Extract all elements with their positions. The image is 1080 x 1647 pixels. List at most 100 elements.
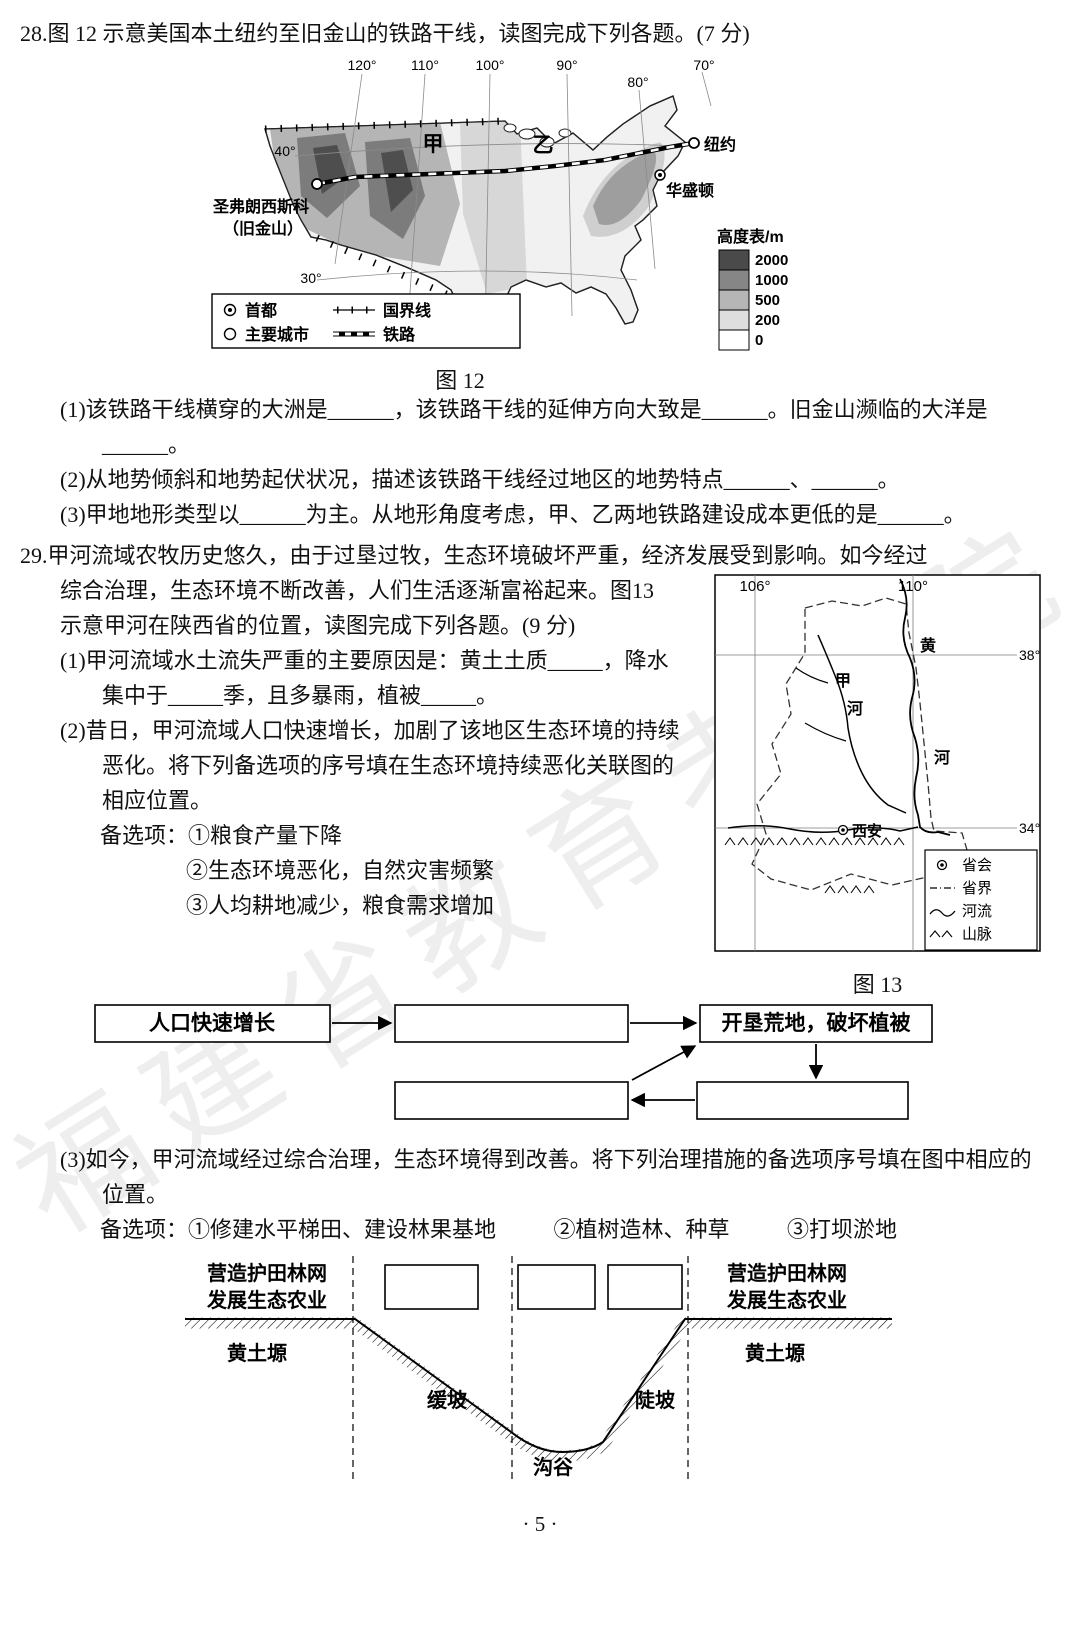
city-icon (223, 327, 237, 341)
q29-sub3-options: 备选项：①修建水平梯田、建设林果基地 ②植树造林、种草 ③打坝淤地 (100, 1212, 1050, 1247)
jia-river-tributary-1 (795, 667, 829, 684)
legend-capital-label: 省会 (962, 857, 992, 874)
shelterbelt-left-line2: 发展生态农业 (206, 1288, 327, 1312)
lat-label-40: 40° (274, 143, 295, 159)
elev-value-1000: 1000 (755, 272, 788, 289)
legend-border-label: 国界线 (383, 301, 431, 320)
xian-city-marker (837, 824, 849, 836)
label-san-francisco-2: （旧金山） (223, 219, 303, 238)
legend-capital-label: 首都 (245, 301, 277, 320)
elevation-scale: 高度表/m 2000 1000 500 200 0 (717, 227, 788, 351)
jia-river-tributary-2 (804, 722, 847, 742)
label-washington: 华盛顿 (666, 181, 714, 200)
flowchart-box-reclaim-label: 开垦荒地，破坏植被 (722, 1011, 912, 1035)
wei-river (727, 825, 919, 833)
lon-label-110: 110° (411, 57, 439, 73)
steep-slope-label: 陡坡 (635, 1388, 676, 1412)
loess-plateau-left-label: 黄土塬 (227, 1341, 287, 1365)
figure-12-caption: 图 12 (435, 368, 485, 393)
shelterbelt-left-line1: 营造护田林网 (207, 1261, 327, 1285)
elev-swatch-200 (718, 309, 750, 331)
label-jia: 甲 (423, 133, 444, 156)
lat-label-30: 30° (300, 270, 321, 286)
shelterbelt-right-line1: 营造护田林网 (727, 1261, 847, 1285)
elev-value-200: 200 (755, 312, 780, 329)
shelterbelt-right-line2: 发展生态农业 (726, 1288, 847, 1312)
lon-label-106: 106° (739, 578, 770, 595)
label-yi: 乙 (533, 134, 554, 157)
yellow-river-label-1: 黄 (920, 636, 936, 655)
flowchart-arrows (332, 1015, 824, 1108)
gully-label: 沟谷 (533, 1455, 574, 1479)
elev-value-2000: 2000 (755, 252, 788, 269)
loess-plateau-right-label: 黄土塬 (745, 1341, 805, 1365)
q29-sub3: (3)如今，甲河流域经过综合治理，生态环境得到改善。将下列治理措施的备选项序号填… (60, 1147, 1032, 1207)
q28-subquestions: (1)该铁路干线横穿的大洲是______，该铁路干线的延伸方向大致是______… (60, 392, 1050, 532)
label-san-francisco-1: 圣弗朗西斯科 (212, 197, 309, 216)
legend-river-label: 河流 (962, 903, 992, 920)
xian-city-label: 西安 (852, 822, 882, 840)
elevation-scale-title: 高度表/m (717, 227, 784, 246)
city-new-york-marker (688, 137, 700, 149)
city-san-francisco-marker (311, 178, 323, 190)
figure-13-caption: 图 13 (852, 972, 903, 997)
q28-sub2: (2)从地势倾斜和地势起伏状况，描述该铁路干线经过地区的地势特点______、_… (60, 467, 900, 492)
yellow-river-label-2: 河 (934, 748, 950, 767)
q29-sub3-option-1: 备选项：①修建水平梯田、建设林果基地 (100, 1217, 497, 1242)
jia-river (817, 634, 907, 814)
river-icon (929, 909, 956, 917)
q29: 29.甲河流域农牧历史悠久，由于过垦过牧，生态环境破坏严重，经济发展受到影响。如… (20, 538, 1064, 999)
q29-body: 综合治理，生态环境不断改善，人们生活逐渐富裕起来。图13 示意甲河在陕西省的位置… (20, 573, 1064, 999)
lon-label-100: 100° (476, 57, 505, 73)
q29-title: 29.甲河流域农牧历史悠久，由于过垦过牧，生态环境破坏严重，经济发展受到影响。如… (20, 543, 928, 568)
lon-label-80: 80° (627, 74, 648, 90)
flowchart-blank-box-1 (394, 1004, 629, 1043)
elev-swatch-500 (718, 289, 750, 311)
graticule (294, 71, 712, 335)
elev-swatch-2000 (718, 249, 750, 271)
elev-swatch-1000 (718, 269, 750, 291)
q29-body1: 综合治理，生态环境不断改善，人们生活逐渐富裕起来。图13 示意甲河在陕西省的位置… (60, 578, 655, 638)
q29-sub3-option-2: ②植树造林、种草 (553, 1217, 730, 1242)
map-legend: 省会 省界 河流 山脉 (924, 849, 1038, 951)
lon-label-90: 90° (556, 57, 577, 73)
lat-label-38: 38° (1019, 647, 1040, 663)
legend-city-label: 主要城市 (245, 325, 309, 344)
figure-13: 106° 110° 38° 34° 黄 河 甲 河 (710, 573, 1045, 999)
shaanxi-map: 106° 110° 38° 34° 黄 河 甲 河 (714, 574, 1041, 952)
gentle-slope-label: 缓坡 (427, 1388, 468, 1412)
q29-option-label: 备选项：①粮食产量下降 (100, 823, 343, 848)
elev-swatch-0 (718, 329, 750, 351)
elev-value-0: 0 (755, 332, 763, 349)
q29-option-2: ②生态环境恶化，自然灾害频繁 (186, 858, 495, 883)
lon-label-120: 120° (348, 57, 377, 73)
jia-river-label-2: 河 (847, 699, 863, 718)
mountain-icon (929, 930, 953, 938)
city-washington-marker (654, 169, 666, 181)
us-railway-map: 120° 110° 100° 90° 80° 70° 40° 30° 甲 乙 纽… (211, 57, 788, 351)
lat-label-34: 34° (1019, 820, 1040, 836)
flowchart-box-population (94, 1004, 331, 1043)
flowchart-blank-box-2 (394, 1081, 629, 1120)
q29-sub2: (2)昔日，甲河流域人口快速增长，加剧了该地区生态环境的持续恶化。将下列备选项的… (60, 718, 680, 813)
q29-sub3-option-3: ③打坝淤地 (787, 1217, 898, 1242)
q28-sub3: (3)甲地地形类型以______为主。从地形角度考虑，甲、乙两地铁路建设成本更低… (60, 502, 966, 527)
answer-box-steep (517, 1264, 596, 1310)
map-legend: 首都 主要城市 国界线 铁路 (211, 293, 521, 349)
legend-mountain-label: 山脉 (962, 926, 992, 943)
valley-cross-section: 营造护田林网 发展生态农业 营造护田林网 发展生态农业 黄土塬 黄土塬 缓坡 陡… (185, 1256, 892, 1480)
flowchart-box-population-label: 人口快速增长 (149, 1011, 276, 1035)
q28-sub1: (1)该铁路干线横穿的大洲是______，该铁路干线的延伸方向大致是______… (60, 397, 988, 457)
flowchart-box-reclaim (699, 1004, 933, 1043)
elev-value-500: 500 (755, 292, 780, 309)
q29-option-3: ③人均耕地减少，粮食需求增加 (186, 893, 495, 918)
qinling-mountains (724, 837, 905, 894)
figure-12: 120° 110° 100° 90° 80° 70° 40° 30° 甲 乙 纽… (205, 54, 805, 395)
degradation-flowchart: 人口快速增长 开垦荒地，破坏植被 (94, 1004, 933, 1120)
jia-river-label-1: 甲 (835, 672, 851, 690)
q29-sub3-block: (3)如今，甲河流域经过综合治理，生态环境得到改善。将下列治理措施的备选项序号填… (60, 1142, 1050, 1247)
flowchart-blank-box-3 (696, 1081, 909, 1120)
q28-title: 28.图 12 示意美国本土纽约至旧金山的铁路干线，读图完成下列各题。(7 分) (20, 21, 750, 46)
railway-line (316, 140, 695, 187)
